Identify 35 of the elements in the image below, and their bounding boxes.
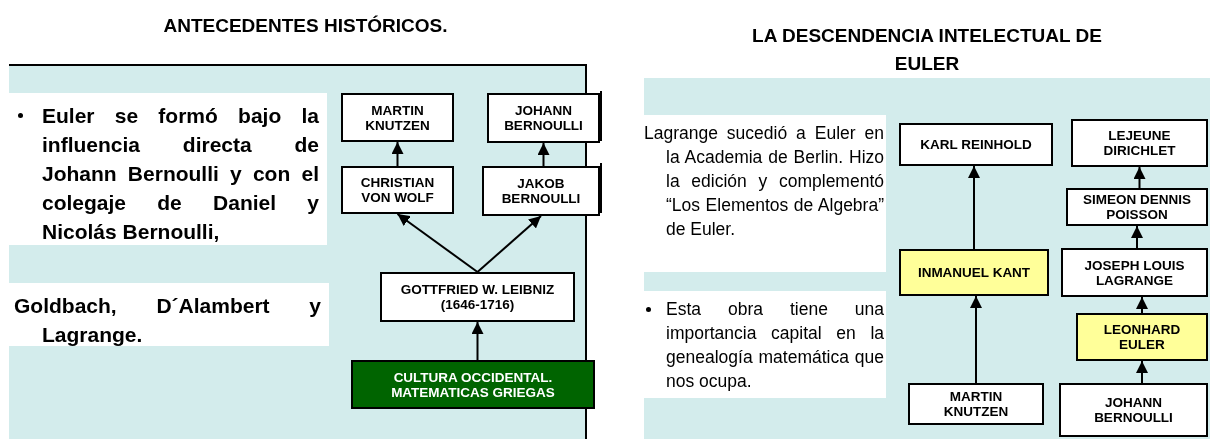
paragraph: Esta obra tiene una importancia capital en la genealogía matemática que nos ocupa. bbox=[666, 299, 884, 391]
name-box: JOHANN BERNOULLI bbox=[487, 93, 600, 143]
paragraph: Euler se formó bajo la influencia directa de Johann Bernoulli y con el colegaje de Daniel y Nicolás Bernoulli, bbox=[42, 104, 319, 243]
name-box: LEJEUNE DIRICHLET bbox=[1071, 119, 1208, 167]
arrow bbox=[471, 321, 484, 361]
name-box: INMANUEL KANT bbox=[899, 249, 1049, 296]
slide-heading: ANTECEDENTES HISTÓRICOS. bbox=[162, 14, 449, 38]
name-box: JOSEPH LOUIS LAGRANGE bbox=[1061, 248, 1208, 297]
arrow bbox=[970, 295, 982, 384]
name-box: KARL REINHOLD bbox=[899, 123, 1053, 166]
arrow bbox=[391, 141, 404, 167]
text-panel bbox=[644, 291, 886, 398]
paragraph: Lagrange sucedió a Euler en la Academia de Berlin. Hizo la edición y complementó “Los Elementos de Algebra” de Euler. bbox=[644, 123, 884, 239]
text-panel bbox=[9, 93, 327, 245]
arrow bbox=[968, 165, 980, 250]
name-box: CHRISTIAN VON WOLF bbox=[341, 166, 454, 214]
arrow bbox=[396, 213, 479, 273]
name-box: MARTIN KNUTZEN bbox=[341, 93, 454, 142]
arrow bbox=[537, 142, 550, 167]
arrow bbox=[476, 215, 542, 273]
name-box: JAKOB BERNOULLI bbox=[482, 166, 600, 216]
arrow bbox=[1136, 360, 1148, 384]
name-box: CULTURA OCCIDENTAL. MATEMATICAS GRIEGAS bbox=[351, 360, 595, 409]
name-box: SIMEON DENNIS POISSON bbox=[1066, 188, 1208, 226]
arrow bbox=[1133, 166, 1146, 189]
text-panel bbox=[644, 115, 886, 272]
name-box: MARTIN KNUTZEN bbox=[908, 383, 1044, 425]
paragraph: Goldbach, D´Alambert y Lagrange. bbox=[14, 294, 321, 346]
name-box: JOHANN BERNOULLI bbox=[1059, 383, 1208, 437]
text-panel bbox=[9, 283, 329, 346]
slide-heading: LA DESCENDENCIA INTELECTUAL DE EULER bbox=[751, 24, 1103, 76]
name-box: GOTTFRIED W. LEIBNIZ (1646-1716) bbox=[380, 272, 575, 322]
name-box: LEONHARD EULER bbox=[1076, 313, 1208, 361]
arrow bbox=[1131, 225, 1143, 249]
arrow bbox=[1136, 296, 1148, 314]
